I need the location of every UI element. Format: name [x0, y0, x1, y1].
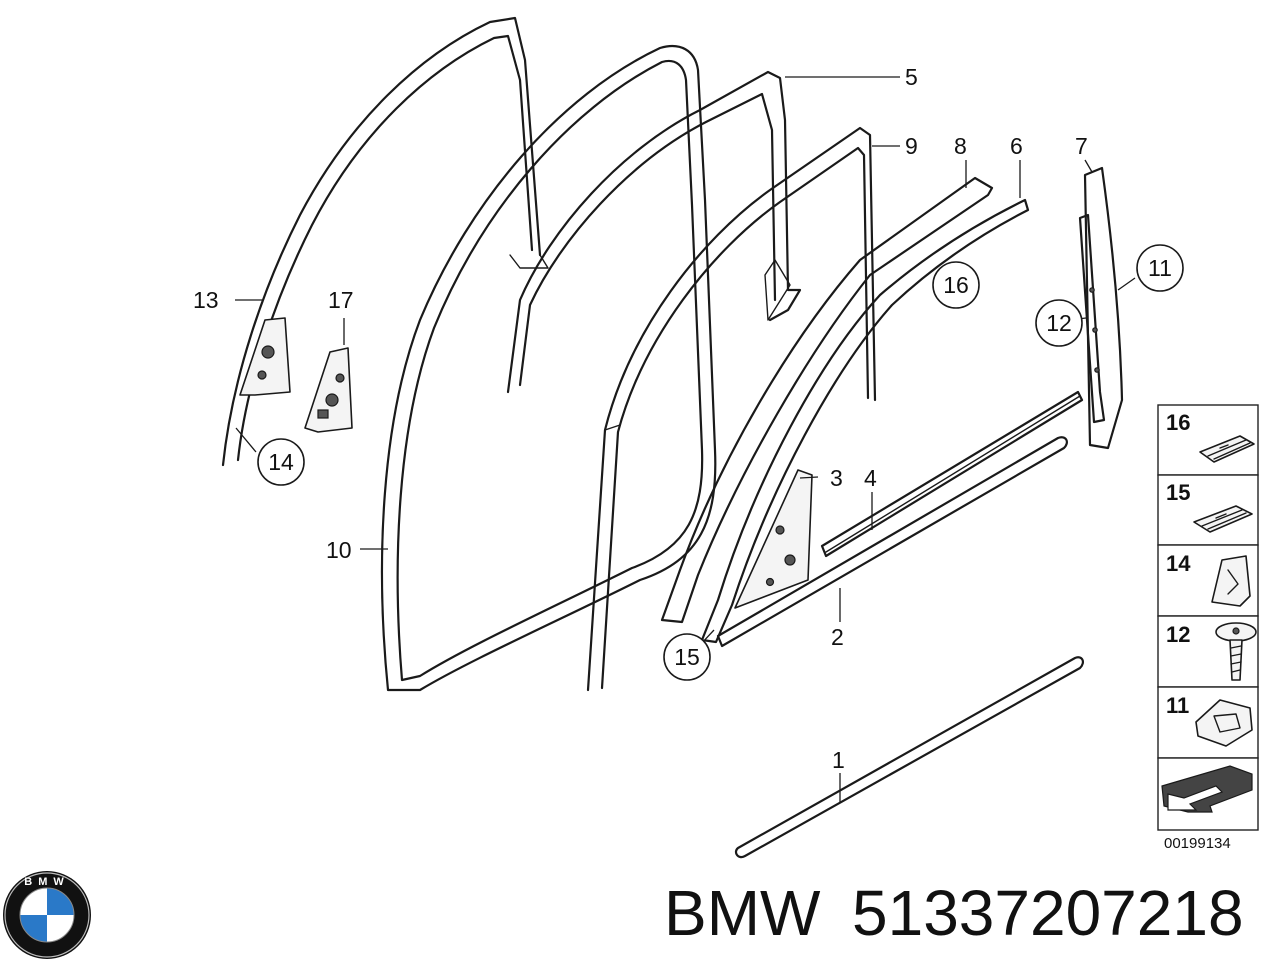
- callout-2: 2: [831, 624, 844, 650]
- part-2-outer-belt: [716, 436, 1068, 648]
- legend-label-15: 15: [1166, 480, 1190, 505]
- part-5-window-channel: [506, 70, 802, 394]
- logo-letters: BMW: [24, 876, 70, 888]
- legend-label-14: 14: [1166, 551, 1191, 576]
- part-4-inner-belt: [820, 390, 1084, 558]
- legend-panel: 16 15 14 12 11: [1157, 404, 1259, 852]
- part-13-frame-strip: [221, 16, 549, 467]
- clip-15-icon: [1193, 505, 1253, 533]
- part-6-strip: [700, 198, 1030, 644]
- part-9-glass-run: [586, 126, 877, 692]
- svg-text:15: 15: [674, 644, 700, 670]
- brand-name: BMW: [664, 877, 821, 949]
- callout-6: 6: [1010, 133, 1023, 159]
- part-1-lower-molding: [734, 656, 1084, 859]
- part-number: 51337207218: [852, 877, 1244, 949]
- clip-14-icon: [1211, 555, 1251, 607]
- part-3-mirror-base: [734, 469, 813, 609]
- callout-17: 17: [328, 287, 354, 313]
- callout-5: 5: [905, 64, 918, 90]
- legend-label-11: 11: [1166, 693, 1189, 718]
- legend-label-12: 12: [1166, 622, 1190, 647]
- arrow-icon: [1161, 765, 1253, 813]
- part-17-bracket: [304, 347, 353, 433]
- circled-callout-16: 16: [932, 261, 980, 309]
- callout-9: 9: [905, 133, 918, 159]
- screw-12-icon: [1215, 622, 1257, 681]
- clip-16-icon: [1199, 435, 1255, 463]
- circled-callout-11: 11: [1136, 244, 1184, 292]
- circled-callout-12: 12: [1035, 299, 1083, 347]
- part-8-strip: [660, 176, 994, 624]
- nut-11-icon: [1195, 699, 1253, 747]
- part-12-narrow-strip: [1078, 213, 1106, 424]
- callout-13: 13: [193, 287, 219, 313]
- circled-callout-14: 14: [257, 438, 305, 486]
- svg-text:14: 14: [268, 449, 294, 475]
- callout-4: 4: [864, 465, 877, 491]
- bmw-logo: BMW: [3, 871, 91, 959]
- callout-7: 7: [1075, 133, 1088, 159]
- callout-1: 1: [832, 747, 845, 773]
- part-10-door-seal: [380, 44, 717, 692]
- leader-lines: [235, 76, 1136, 803]
- diagram-code: 00199134: [1164, 835, 1231, 852]
- callout-labels: 5 9 8 6 7 13 17 10 3 4 2 1: [193, 64, 1088, 773]
- svg-text:11: 11: [1148, 255, 1172, 281]
- legend-label-16: 16: [1166, 410, 1190, 435]
- circled-callout-15: 15: [663, 633, 711, 681]
- callout-10: 10: [326, 537, 352, 563]
- part-7-pillar-trim: [1083, 166, 1124, 450]
- svg-text:12: 12: [1046, 310, 1072, 336]
- callout-8: 8: [954, 133, 967, 159]
- callout-3: 3: [830, 465, 843, 491]
- svg-text:16: 16: [943, 272, 969, 298]
